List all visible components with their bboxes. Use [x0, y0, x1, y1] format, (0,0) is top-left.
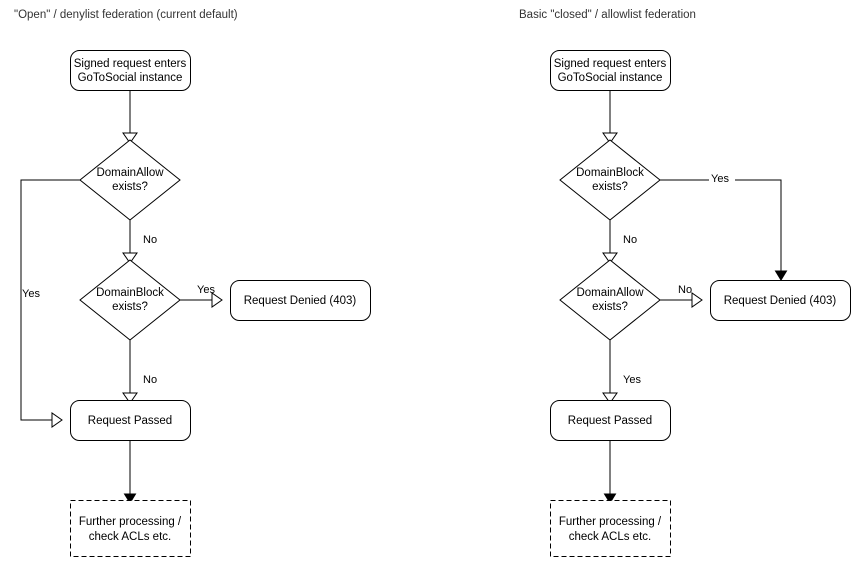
node-request-denied-right-label: Request Denied (403) — [724, 295, 837, 307]
node-domainallow-left-line2: exists? — [112, 181, 148, 193]
edge-label-domainallow-no-right: No — [678, 284, 692, 296]
edge-domainallow-no-right: No — [660, 284, 703, 308]
edge-label-domainblock-no-right: No — [623, 234, 637, 246]
edge-label-domainblock-no-left: No — [143, 374, 157, 386]
node-domainblock-left-line2: exists? — [112, 301, 148, 313]
node-domainblock-right[interactable]: DomainBlock exists? — [559, 139, 661, 221]
node-domainallow-left-shape[interactable] — [79, 139, 181, 221]
edge-label-domainallow-yes-right: Yes — [623, 374, 641, 386]
node-request-passed-left[interactable]: Request Passed — [70, 400, 191, 441]
node-entry-right-line2: GoToSocial instance — [558, 72, 663, 84]
edge-domainallow-no-left: No — [122, 220, 157, 264]
node-further-processing-right-shape[interactable] — [550, 500, 671, 557]
node-entry-left-line2: GoToSocial instance — [78, 72, 183, 84]
node-entry-left-line1: Signed request enters — [74, 58, 187, 70]
node-further-processing-right-line2: check ACLs etc. — [569, 531, 651, 543]
node-domainblock-left-line1: DomainBlock — [96, 287, 164, 299]
edge-label-domainallow-no-left: No — [143, 234, 157, 246]
node-request-denied-left-label: Request Denied (403) — [244, 295, 357, 307]
node-request-passed-left-shape[interactable] — [70, 400, 191, 441]
edge-entry-to-domainallow — [122, 90, 138, 144]
diagram-title-open-denylist: "Open" / denylist federation (current de… — [14, 9, 238, 21]
node-domainallow-right[interactable]: DomainAllow exists? — [559, 259, 661, 341]
edge-domainallow-yes-right: Yes — [602, 340, 641, 404]
node-domainblock-left-shape[interactable] — [79, 259, 181, 341]
node-domainallow-left-line1: DomainAllow — [96, 167, 164, 179]
node-domainblock-right-shape[interactable] — [559, 139, 661, 221]
edge-entry-to-domainblock-right — [602, 90, 618, 144]
node-domainallow-right-shape[interactable] — [559, 259, 661, 341]
diagram-closed-allowlist: Basic "closed" / allowlist federation Si… — [519, 9, 851, 557]
node-request-denied-left[interactable]: Request Denied (403) — [230, 280, 371, 321]
node-further-processing-right-line1: Further processing / — [559, 516, 662, 528]
node-domainallow-right-line2: exists? — [592, 301, 628, 313]
node-request-denied-left-shape[interactable] — [230, 280, 371, 321]
node-request-passed-right[interactable]: Request Passed — [550, 400, 671, 441]
node-entry-left-shape[interactable] — [70, 50, 191, 91]
edge-domainblock-yes-left: Yes — [180, 284, 223, 308]
node-domainallow-left[interactable]: DomainAllow exists? — [79, 139, 181, 221]
node-further-processing-left-line1: Further processing / — [79, 516, 182, 528]
node-entry-left[interactable]: Signed request enters GoToSocial instanc… — [70, 50, 191, 91]
edge-label-domainallow-yes-left: Yes — [22, 288, 40, 300]
edge-domainallow-yes-left: Yes — [20, 179, 80, 428]
node-request-passed-left-label: Request Passed — [88, 415, 172, 427]
diagram-title-closed-allowlist: Basic "closed" / allowlist federation — [519, 9, 696, 21]
edge-domainblock-no-right: No — [602, 220, 637, 264]
edge-label-domainblock-yes-left: Yes — [197, 284, 215, 296]
node-domainblock-left[interactable]: DomainBlock exists? — [79, 259, 181, 341]
node-domainblock-right-line1: DomainBlock — [576, 167, 644, 179]
node-request-passed-right-shape[interactable] — [550, 400, 671, 441]
node-domainallow-right-line1: DomainAllow — [576, 287, 644, 299]
edge-domainblock-no-left: No — [122, 340, 157, 404]
diagram-open-denylist: "Open" / denylist federation (current de… — [14, 9, 371, 557]
edge-label-domainblock-yes-right: Yes — [711, 173, 729, 185]
node-further-processing-left[interactable]: Further processing / check ACLs etc. — [70, 500, 191, 557]
node-request-passed-right-label: Request Passed — [568, 415, 652, 427]
node-further-processing-left-line2: check ACLs etc. — [89, 531, 171, 543]
edge-domainblock-yes-right: Yes — [660, 172, 788, 281]
node-domainblock-right-line2: exists? — [592, 181, 628, 193]
node-further-processing-left-shape[interactable] — [70, 500, 191, 557]
edge-passed-to-further-right — [603, 441, 617, 504]
node-further-processing-right[interactable]: Further processing / check ACLs etc. — [550, 500, 671, 557]
node-entry-right-shape[interactable] — [550, 50, 671, 91]
node-entry-right[interactable]: Signed request enters GoToSocial instanc… — [550, 50, 671, 91]
edge-passed-to-further-left — [123, 441, 137, 504]
node-request-denied-right[interactable]: Request Denied (403) — [710, 280, 851, 321]
node-entry-right-line1: Signed request enters — [554, 58, 667, 70]
